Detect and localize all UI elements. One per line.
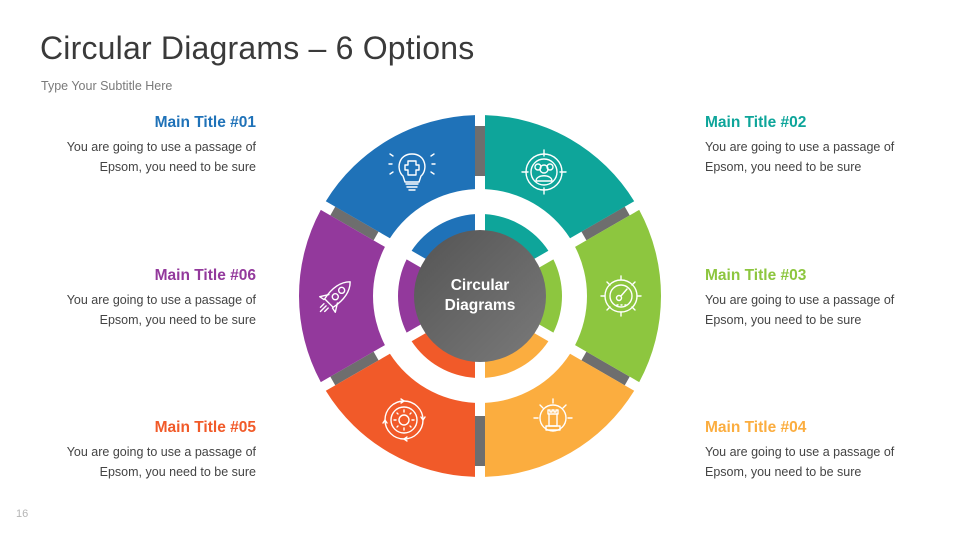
item-text-line1: You are going to use a passage of [66,445,256,459]
gray-connector [330,351,379,386]
outer-segment-06 [299,209,385,383]
item-06: Main Title #06 You are going to use a pa… [36,266,256,330]
outer-ring [299,115,662,477]
item-title: Main Title #04 [705,419,807,436]
inner-segment-05 [411,332,475,378]
gray-connector [581,206,630,241]
item-text-line1: You are going to use a passage of [66,140,256,154]
item-04: Main Title #04 You are going to use a pa… [705,418,925,482]
item-title: Main Title #02 [705,114,807,131]
item-text-line2: Epsom, you need to be sure [99,160,256,174]
page-subtitle: Type Your Subtitle Here [41,79,173,93]
item-text-line2: Epsom, you need to be sure [99,313,256,327]
center-label-line2: Diagrams [444,297,516,314]
outer-segment-04 [485,353,635,477]
item-text-line2: Epsom, you need to be sure [99,465,256,479]
inner-ring [397,214,562,378]
gray-connector [330,206,379,241]
inner-segment-02 [485,214,549,260]
item-text-line1: You are going to use a passage of [705,140,895,154]
item-text-line2: Epsom, you need to be sure [705,465,862,479]
item-01: Main Title #01 You are going to use a pa… [36,113,256,177]
item-text-line1: You are going to use a passage of [66,293,256,307]
center-label: Circular Diagrams [415,276,545,316]
rocket-icon [319,281,351,313]
item-text-line1: You are going to use a passage of [705,445,895,459]
outer-segment-02 [485,115,635,239]
inner-segment-01 [411,214,475,260]
page-title: Circular Diagrams – 6 Options [40,30,475,66]
center-label-line1: Circular [450,277,510,294]
item-02: Main Title #02 You are going to use a pa… [705,113,925,177]
gray-connectors [330,126,630,466]
inner-segment-03 [537,259,562,333]
outer-segment-05 [325,353,475,477]
item-03: Main Title #03 You are going to use a pa… [705,266,925,330]
center-circle [414,230,546,362]
chess-rook-gear-icon [533,398,573,432]
page-number: 16 [16,508,29,520]
item-text-line2: Epsom, you need to be sure [705,160,862,174]
inner-segment-06 [397,259,423,333]
gray-connector [581,351,630,386]
item-text-line2: Epsom, you need to be sure [705,313,862,327]
outer-segment-01 [325,115,475,239]
inner-segment-04 [485,332,549,378]
item-05: Main Title #05 You are going to use a pa… [36,418,256,482]
lightbulb-puzzle-icon [388,153,436,191]
speedometer-gear-icon [600,275,642,317]
item-title: Main Title #05 [154,419,256,436]
item-title: Main Title #06 [154,267,256,284]
target-team-icon [521,149,567,195]
item-title: Main Title #03 [705,267,807,284]
item-text-line1: You are going to use a passage of [705,293,895,307]
gear-cycle-icon [382,398,426,442]
item-title: Main Title #01 [154,114,256,131]
